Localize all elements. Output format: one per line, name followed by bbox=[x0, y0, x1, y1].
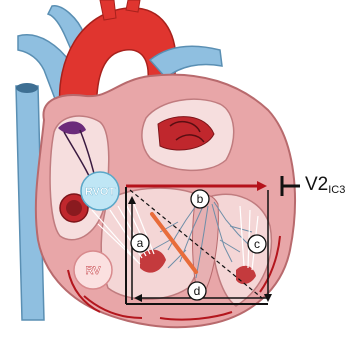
lead-subscript: IC3 bbox=[328, 184, 345, 196]
rv-label: RV bbox=[85, 265, 101, 277]
badge-d-label: d bbox=[194, 284, 201, 298]
coronary-sinus-inner bbox=[66, 200, 82, 216]
badge-a-label: a bbox=[137, 236, 144, 250]
aorta-branch-2 bbox=[126, 0, 140, 12]
lead-main: V2 bbox=[305, 174, 328, 195]
lead-label: V2IC3 bbox=[305, 174, 345, 196]
ivc-opening bbox=[16, 83, 38, 93]
rvot-label: RVOT bbox=[85, 186, 116, 198]
badge-b-label: b bbox=[197, 192, 204, 206]
right-ventricle-cavity bbox=[101, 188, 206, 299]
badge-c-label: c bbox=[254, 237, 260, 251]
